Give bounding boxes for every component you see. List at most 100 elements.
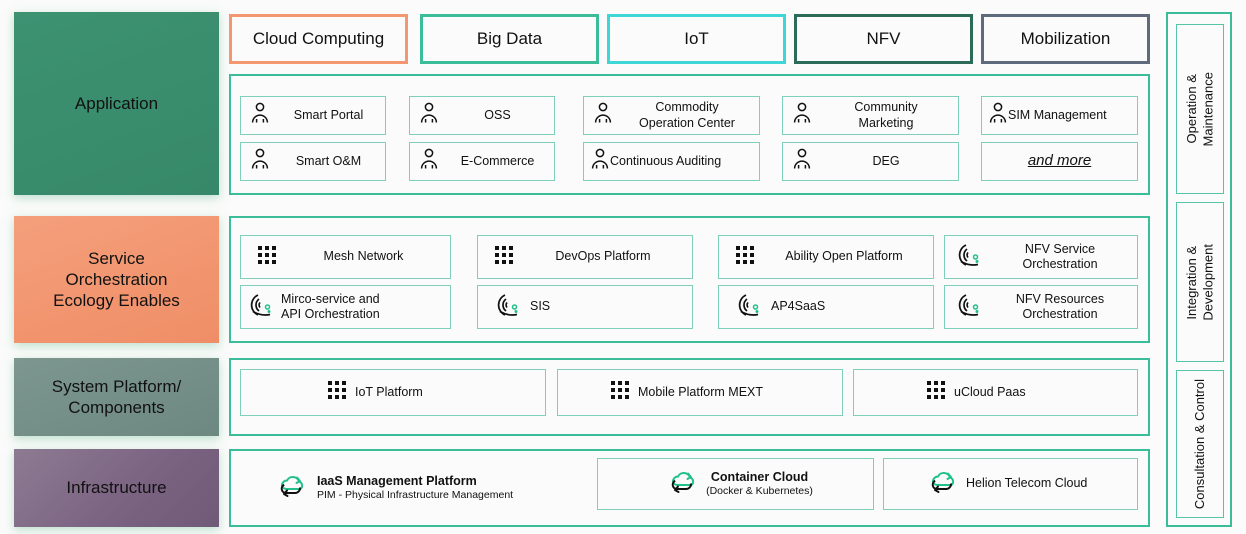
service-item-label-line1: Mirco-service and — [281, 291, 380, 306]
app-item-label-line2: Marketing — [858, 115, 914, 130]
layer-label-infrastructure: Infrastructure — [14, 449, 219, 527]
app-item-label-line2: Operation Center — [639, 115, 735, 130]
app-item-e-commerce[interactable]: E-Commerce — [409, 142, 555, 181]
infra-item-subtitle: (Docker & Kubernetes) — [706, 485, 813, 498]
sidebar-item-label-line2: Development — [1200, 243, 1215, 321]
app-item-label: Continuous Auditing — [610, 153, 722, 168]
service-item-label-line2: Orchestration — [1022, 307, 1098, 321]
domain-tag-label: NFV — [866, 29, 901, 48]
sidebar-item-consultation-control[interactable]: Consultation & Control — [1176, 370, 1224, 518]
domain-tag-label: IoT — [684, 29, 709, 48]
domain-tag-iot[interactable]: IoT — [607, 14, 786, 64]
layer-label-service-orchestration: Service Orchestration Ecology Enables — [14, 216, 219, 343]
infra-item-title: Helion Telecom Cloud — [966, 476, 1088, 491]
cloud-sync-icon — [926, 468, 958, 500]
service-item-label: Mesh Network — [323, 249, 404, 264]
app-item-label-line1: Community — [854, 100, 918, 115]
domain-tag-cloud-computing[interactable]: Cloud Computing — [229, 14, 408, 64]
signal-fan-icon — [955, 242, 983, 272]
signal-fan-icon — [247, 292, 275, 322]
service-item-label: DevOps Platform — [555, 249, 651, 264]
service-item-mesh-network[interactable]: Mesh Network — [240, 235, 451, 279]
app-item-community-marketing[interactable]: Community Marketing — [782, 96, 959, 135]
app-item-label: and more — [1027, 152, 1092, 170]
sidebar-item-label-line2: Maintenance — [1200, 71, 1215, 147]
domain-tag-mobilization[interactable]: Mobilization — [981, 14, 1150, 64]
grid-dots-icon — [494, 245, 514, 269]
layer-label-service-line2: Orchestration — [65, 269, 168, 289]
app-item-and-more[interactable]: and more — [981, 142, 1138, 181]
infra-item-helion-telecom-cloud[interactable]: Helion Telecom Cloud — [883, 458, 1138, 510]
sidebar-cross-cutting: Operation & Maintenance Integration & De… — [1166, 12, 1232, 527]
signal-fan-icon — [494, 292, 522, 322]
app-item-continuous-auditing[interactable]: Continuous Auditing — [583, 142, 760, 181]
domain-tag-label: Cloud Computing — [252, 29, 385, 48]
service-item-ability-open-platform[interactable]: Ability Open Platform — [718, 235, 934, 279]
domain-tag-big-data[interactable]: Big Data — [420, 14, 599, 64]
person-icon — [792, 148, 812, 174]
cloud-sync-icon — [666, 468, 698, 500]
infra-item-title: Container Cloud — [710, 469, 809, 484]
person-icon — [590, 148, 610, 174]
system-item-ucloud-paas[interactable]: uCloud Paas — [853, 369, 1138, 416]
grid-dots-icon — [735, 245, 755, 269]
domain-tag-label: Mobilization — [1020, 29, 1111, 48]
service-item-label-line1: NFV Resources — [1015, 291, 1105, 306]
system-item-label: Mobile Platform MEXT — [638, 384, 764, 399]
app-item-label: Smart Portal — [293, 107, 364, 122]
infra-item-container-cloud[interactable]: Container Cloud (Docker & Kubernetes) — [597, 458, 874, 510]
app-item-label-line1: Commodity — [655, 100, 719, 115]
infra-item-iaas-management-platform[interactable]: IaaS Management Platform PIM - Physical … — [275, 462, 595, 514]
service-item-nfv-resources-orchestration[interactable]: NFV Resources Orchestration — [944, 285, 1138, 329]
app-item-oss[interactable]: OSS — [409, 96, 555, 135]
signal-fan-icon — [955, 292, 983, 322]
sidebar-item-label-line1: Operation & — [1183, 74, 1199, 144]
grid-dots-icon — [327, 380, 347, 404]
service-item-label-line2: Orchestration — [1022, 257, 1098, 271]
app-item-smart-om[interactable]: Smart O&M — [240, 142, 386, 181]
sidebar-item-operation-maintenance[interactable]: Operation & Maintenance — [1176, 24, 1224, 194]
service-item-devops-platform[interactable]: DevOps Platform — [477, 235, 693, 279]
domain-tag-nfv[interactable]: NFV — [794, 14, 973, 64]
signal-fan-icon — [735, 292, 763, 322]
layer-label-service-line1: Service — [88, 248, 145, 268]
sidebar-item-label-line1: Integration & — [1183, 245, 1199, 319]
layer-label-system-line2: Components — [68, 398, 165, 417]
service-item-label-line1: NFV Service — [1024, 241, 1096, 256]
app-item-smart-portal[interactable]: Smart Portal — [240, 96, 386, 135]
app-item-label: DEG — [872, 153, 900, 168]
person-icon — [250, 102, 270, 128]
service-item-label: Ability Open Platform — [785, 249, 903, 264]
person-icon — [593, 102, 613, 128]
layer-label-application-text: Application — [74, 93, 159, 113]
app-item-deg[interactable]: DEG — [782, 142, 959, 181]
sidebar-item-label-line1: Consultation & Control — [1191, 378, 1207, 510]
cloud-sync-icon — [275, 472, 307, 504]
app-item-commodity-operation-center[interactable]: Commodity Operation Center — [583, 96, 760, 135]
layer-label-system-line1: System Platform/ — [51, 376, 182, 396]
system-item-label: IoT Platform — [355, 384, 423, 399]
grid-dots-icon — [926, 380, 946, 404]
layer-label-application: Application — [14, 12, 219, 195]
layer-label-service-line3: Ecology Enables — [53, 291, 180, 311]
infra-item-title: IaaS Management Platform — [317, 473, 477, 488]
app-item-label: OSS — [484, 107, 511, 122]
system-item-iot-platform[interactable]: IoT Platform — [240, 369, 546, 416]
service-item-ap4saas[interactable]: AP4SaaS — [718, 285, 934, 329]
service-item-sis[interactable]: SIS — [477, 285, 693, 329]
system-item-mobile-platform-mext[interactable]: Mobile Platform MEXT — [557, 369, 843, 416]
service-item-nfv-service-orchestration[interactable]: NFV Service Orchestration — [944, 235, 1138, 279]
service-item-micro-service-api-orchestration[interactable]: Mirco-service and API Orchestration — [240, 285, 451, 329]
layer-label-system-platform: System Platform/ Components — [14, 358, 219, 436]
layer-label-infrastructure-text: Infrastructure — [66, 478, 167, 498]
app-item-label: Smart O&M — [295, 153, 362, 168]
person-icon — [792, 102, 812, 128]
system-item-label: uCloud Paas — [954, 384, 1026, 399]
app-item-label: SIM Management — [1008, 107, 1107, 122]
person-icon — [419, 148, 439, 174]
person-icon — [419, 102, 439, 128]
app-item-label: E-Commerce — [460, 153, 535, 168]
app-item-sim-management[interactable]: SIM Management — [981, 96, 1138, 135]
sidebar-item-integration-development[interactable]: Integration & Development — [1176, 202, 1224, 362]
